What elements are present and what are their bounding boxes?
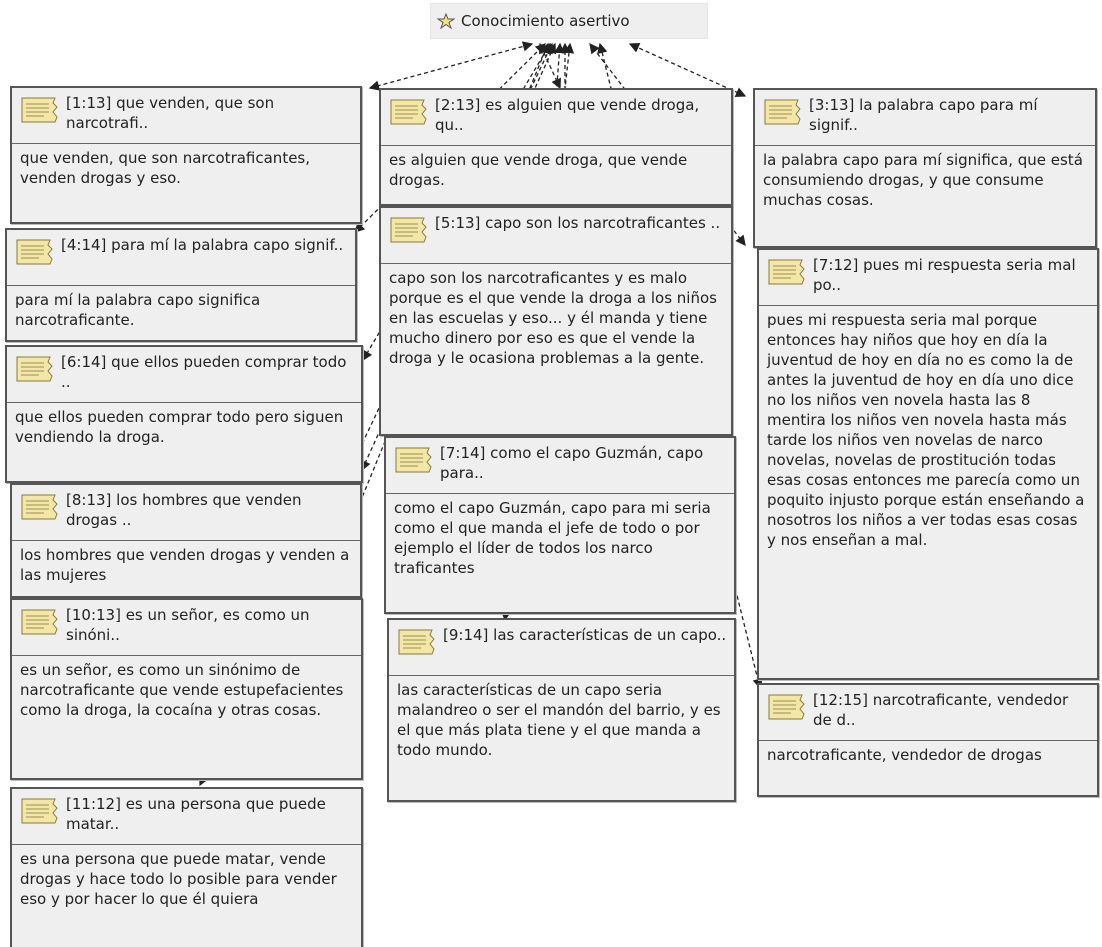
quote-node[interactable]: [5:13] capo son los narcotraficantes .. …	[379, 206, 733, 436]
quote-title: [3:13] la palabra capo para mí signif..	[809, 96, 1038, 134]
quote-text: que ellos pueden comprar todo pero sigue…	[15, 408, 344, 446]
quote-title: [2:13] es alguien que vende droga, qu..	[435, 96, 700, 134]
quote-node[interactable]: [10:13] es un señor, es como un sinóni..…	[10, 598, 363, 780]
quotation-note-icon	[764, 99, 801, 125]
quote-title: [6:14] que ellos pueden comprar todo ..	[61, 353, 347, 391]
quotation-note-icon	[21, 609, 58, 635]
quote-text: como el capo Guzmán, capo para mi seria …	[394, 499, 711, 577]
quotation-note-icon	[395, 447, 432, 473]
quote-text: capo son los narcotraficantes y es malo …	[389, 269, 717, 367]
quote-text: para mí la palabra capo significa narcot…	[15, 291, 261, 329]
quote-title: [8:13] los hombres que venden drogas ..	[66, 491, 302, 529]
quotation-note-icon	[21, 798, 58, 824]
quotation-note-icon	[768, 694, 805, 720]
quote-text: las características de un capo seria mal…	[397, 681, 721, 759]
quote-node[interactable]: [7:12] pues mi respuesta seria mal po.. …	[757, 248, 1099, 680]
quote-node[interactable]: [7:14] como el capo Guzmán, capo para.. …	[384, 436, 736, 614]
quotation-note-icon	[16, 239, 53, 265]
quote-title: [7:12] pues mi respuesta seria mal po..	[813, 256, 1076, 294]
link-line	[539, 42, 561, 90]
quote-title: [9:14] las características de un capo..	[443, 626, 727, 644]
quote-title: [12:15] narcotraficante, vendedor de d..	[813, 691, 1069, 729]
quote-title: [1:13] que venden, que son narcotrafi..	[66, 94, 275, 132]
link-line	[368, 41, 534, 91]
quote-node[interactable]: [2:13] es alguien que vende droga, qu.. …	[379, 88, 733, 206]
quote-node[interactable]: [6:14] que ellos pueden comprar todo .. …	[5, 345, 363, 483]
quotation-note-icon	[21, 494, 58, 520]
quotation-note-icon	[398, 629, 435, 655]
quote-text: es alguien que vende droga, que vende dr…	[389, 151, 688, 189]
quote-title: [10:13] es un señor, es como un sinóni..	[66, 606, 310, 644]
quote-text: pues mi respuesta seria mal porque enton…	[767, 311, 1085, 549]
quotation-note-icon	[768, 259, 805, 285]
quote-text: es un señor, es como un sinónimo de narc…	[20, 661, 344, 719]
quote-node[interactable]: [9:14] las características de un capo.. …	[387, 618, 736, 802]
quote-title: [4:14] para mí la palabra capo signif..	[61, 236, 344, 254]
quotation-note-icon	[390, 217, 427, 243]
quote-node[interactable]: [8:13] los hombres que venden drogas .. …	[10, 483, 362, 598]
quote-title: [7:14] como el capo Guzmán, capo para..	[440, 444, 704, 482]
quotation-note-icon	[16, 356, 53, 382]
quote-node[interactable]: [4:14] para mí la palabra capo signif.. …	[5, 228, 357, 342]
quotation-note-icon	[390, 99, 427, 125]
code-star-icon	[437, 13, 455, 29]
quote-text: es una persona que puede matar, vende dr…	[20, 850, 337, 908]
quote-title: [5:13] capo son los narcotraficantes ..	[435, 214, 721, 232]
quote-title: [11:12] es una persona que puede matar..	[66, 795, 326, 833]
quote-node[interactable]: [12:15] narcotraficante, vendedor de d..…	[757, 683, 1099, 797]
code-label: Conocimiento asertivo	[461, 12, 630, 30]
quote-text: narcotraficante, vendedor de drogas	[767, 746, 1042, 764]
quote-text: la palabra capo para mí significa, que e…	[763, 151, 1083, 209]
quote-node[interactable]: [3:13] la palabra capo para mí signif.. …	[753, 88, 1097, 248]
quote-node[interactable]: [11:12] es una persona que puede matar..…	[10, 787, 363, 947]
quote-text: que venden, que son narcotraficantes, ve…	[20, 149, 311, 187]
quotation-note-icon	[21, 97, 58, 123]
quote-node[interactable]: [1:13] que venden, que son narcotrafi.. …	[10, 86, 362, 224]
quote-text: los hombres que venden drogas y venden a…	[20, 546, 350, 584]
code-node[interactable]: Conocimiento asertivo	[430, 3, 708, 39]
